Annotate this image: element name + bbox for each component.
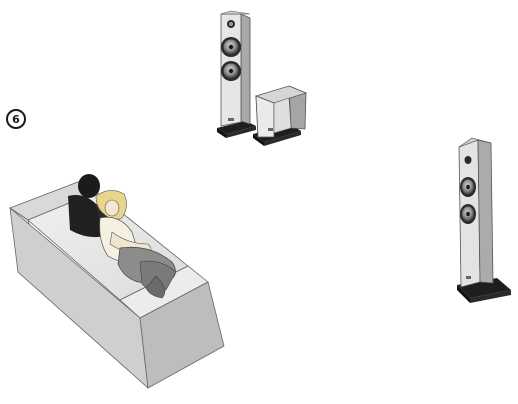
side-speaker-side	[478, 140, 493, 283]
side-speaker-tweeter	[465, 156, 472, 164]
sofa	[10, 174, 224, 388]
side-speaker	[457, 138, 511, 303]
subwoofer	[253, 86, 306, 146]
front-speaker	[217, 11, 256, 138]
front-speaker-side	[241, 14, 250, 124]
